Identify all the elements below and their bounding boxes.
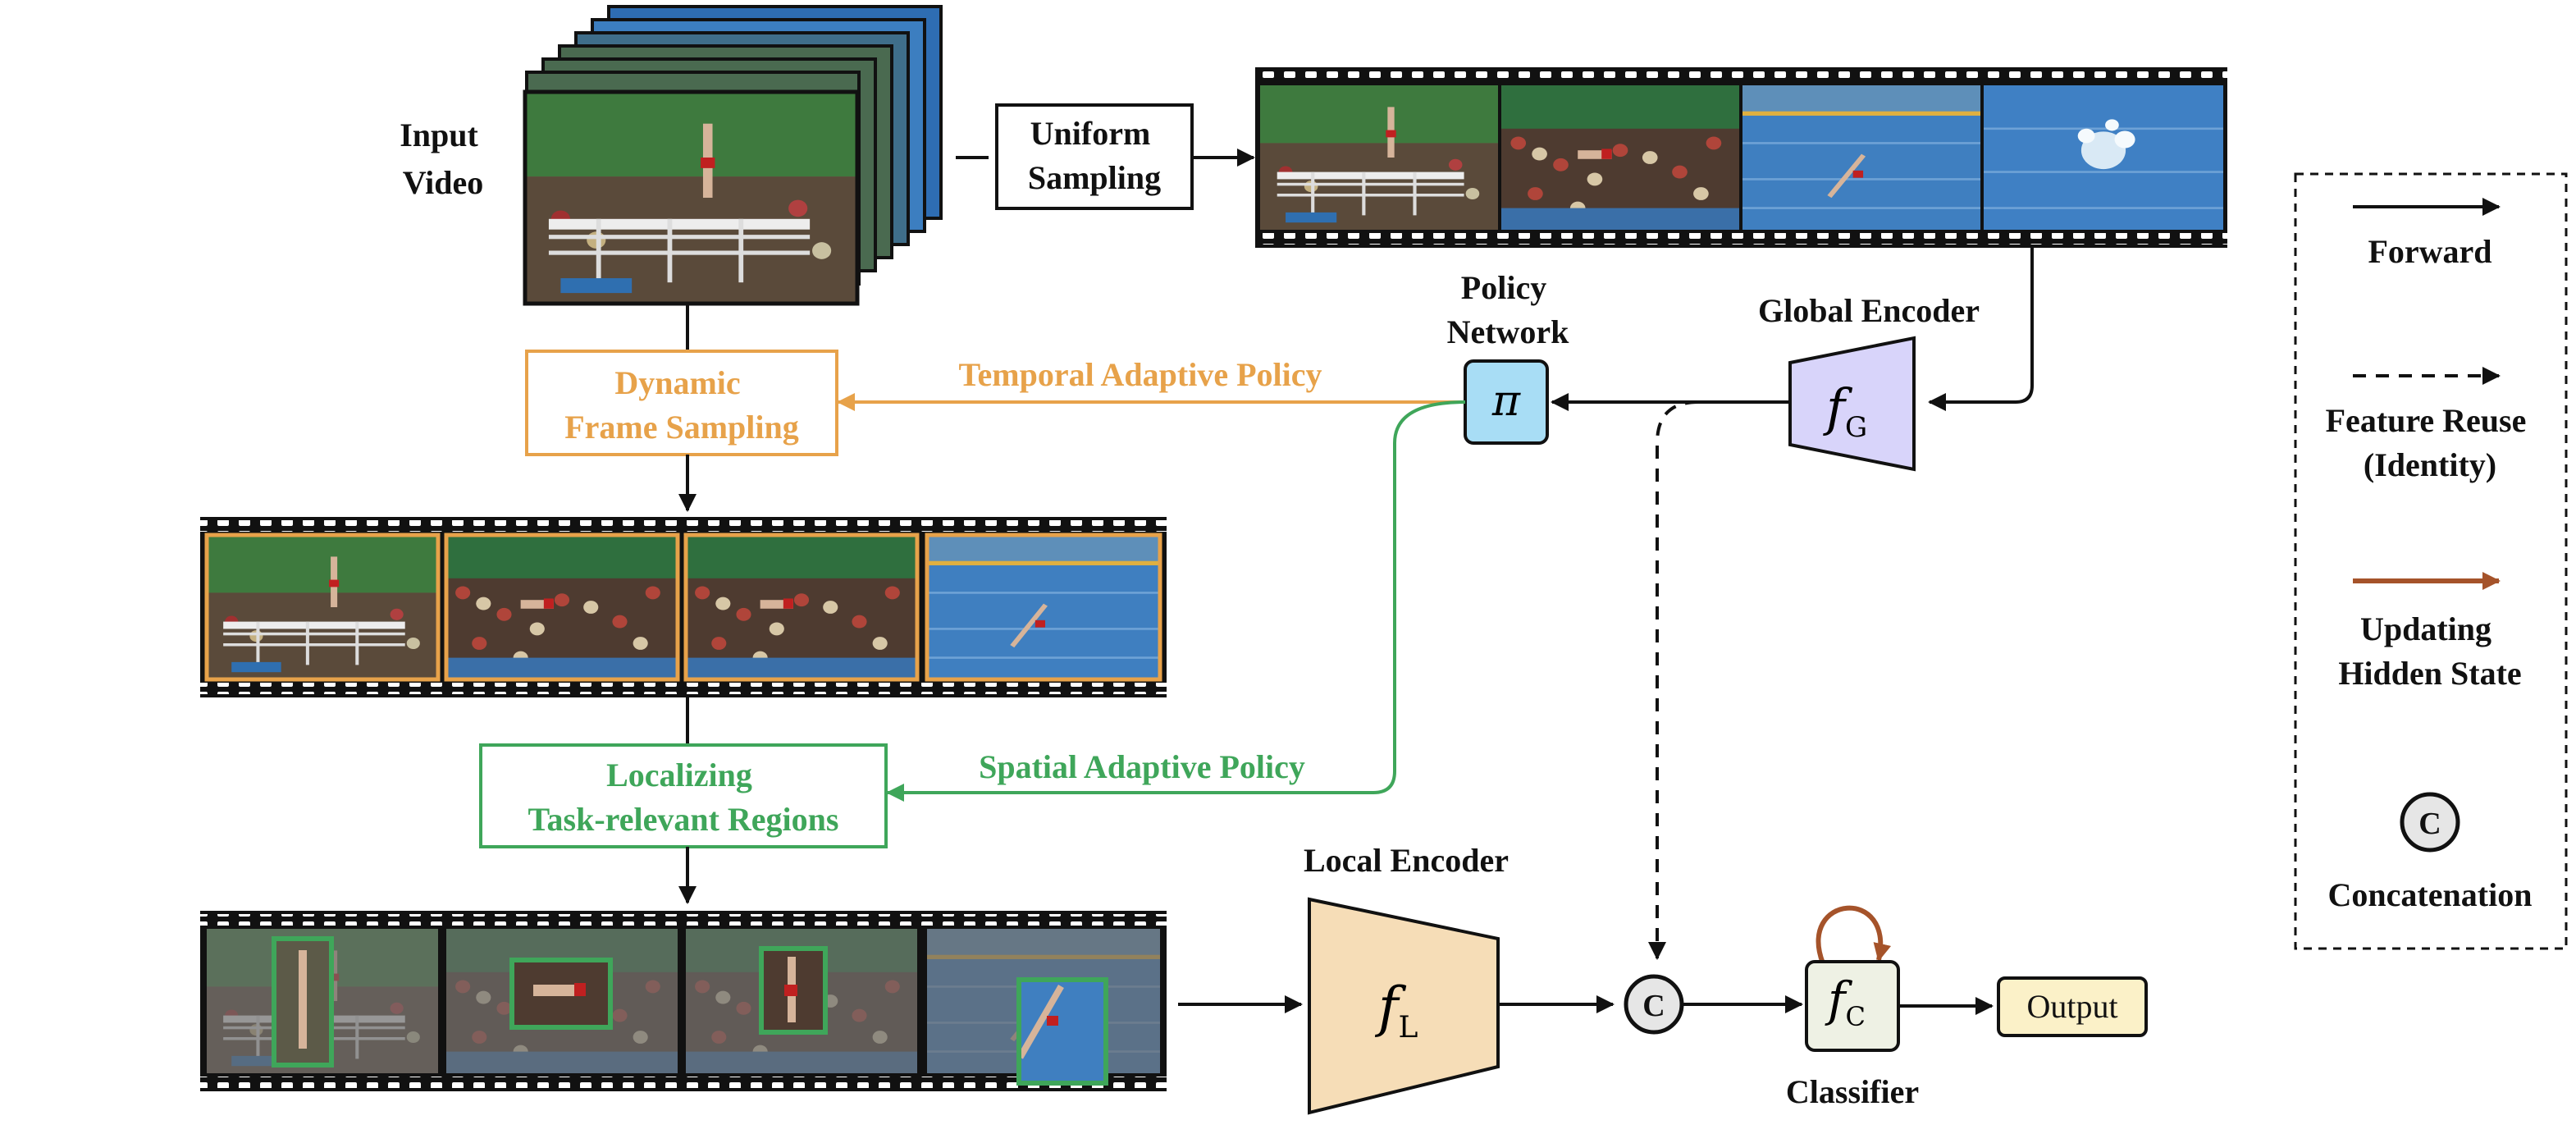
policy-symbol: π [1491,377,1521,426]
sampled-frame-3 [1742,85,1980,230]
legend-concatenation-label: Concatenation [2328,876,2533,913]
sampled-frame-4 [1984,85,2223,230]
output-box [1997,976,2148,1037]
global-encoder-label: Global Encoder [1758,292,1980,329]
uniform-sampling-box [995,103,1194,210]
legend-concatenation-icon [2400,792,2460,853]
input-video-front-frame [523,89,860,306]
localizing-label: Localizing Task-relevant Regions [528,757,839,838]
localizing-box [479,743,888,848]
output-label: Output [2026,988,2117,1025]
spatial-policy-label: Spatial Adaptive Policy [979,748,1305,785]
localized-regions-film-strip [200,911,1167,1091]
global-encoder-block [1788,336,1916,472]
uniform-sampled-film-strip [1255,67,2227,248]
svg-text:C: C [2418,807,2441,841]
legend-hidden-state-label: Updating Hidden State [2338,610,2521,692]
policy-network-label: Policy Network [1447,269,1570,350]
dynamic-sampled-film-strip [200,517,1167,697]
input-video-label: Input Video [400,117,486,201]
classifier-label: Classifier [1786,1073,1919,1110]
legend: Forward Feature Reuse (Identity) Updatin… [2294,172,2568,950]
region-crop-2 [509,958,613,1030]
dynamic-frame-sampling-label: Dynamic Frame Sampling [564,364,799,446]
sampled-frame-2 [1501,85,1739,230]
local-encoder-block [1308,897,1500,1115]
dynamic-frame-sampling-box [525,350,838,456]
region-crop-3 [759,946,828,1035]
uniform-sampling-label: Uniform Sampling [1028,115,1161,196]
concatenation-symbol: C [1642,989,1665,1023]
region-crop-1 [272,936,334,1068]
input-video-stack [523,5,943,306]
legend-forward-label: Forward [2368,233,2492,270]
region-crop-4 [1016,977,1108,1086]
local-encoder-label: Local Encoder [1304,842,1509,879]
legend-feature-reuse-label: Feature Reuse (Identity) [2326,402,2535,483]
temporal-policy-label: Temporal Adaptive Policy [959,356,1322,393]
sampled-frame-1 [1260,85,1498,230]
